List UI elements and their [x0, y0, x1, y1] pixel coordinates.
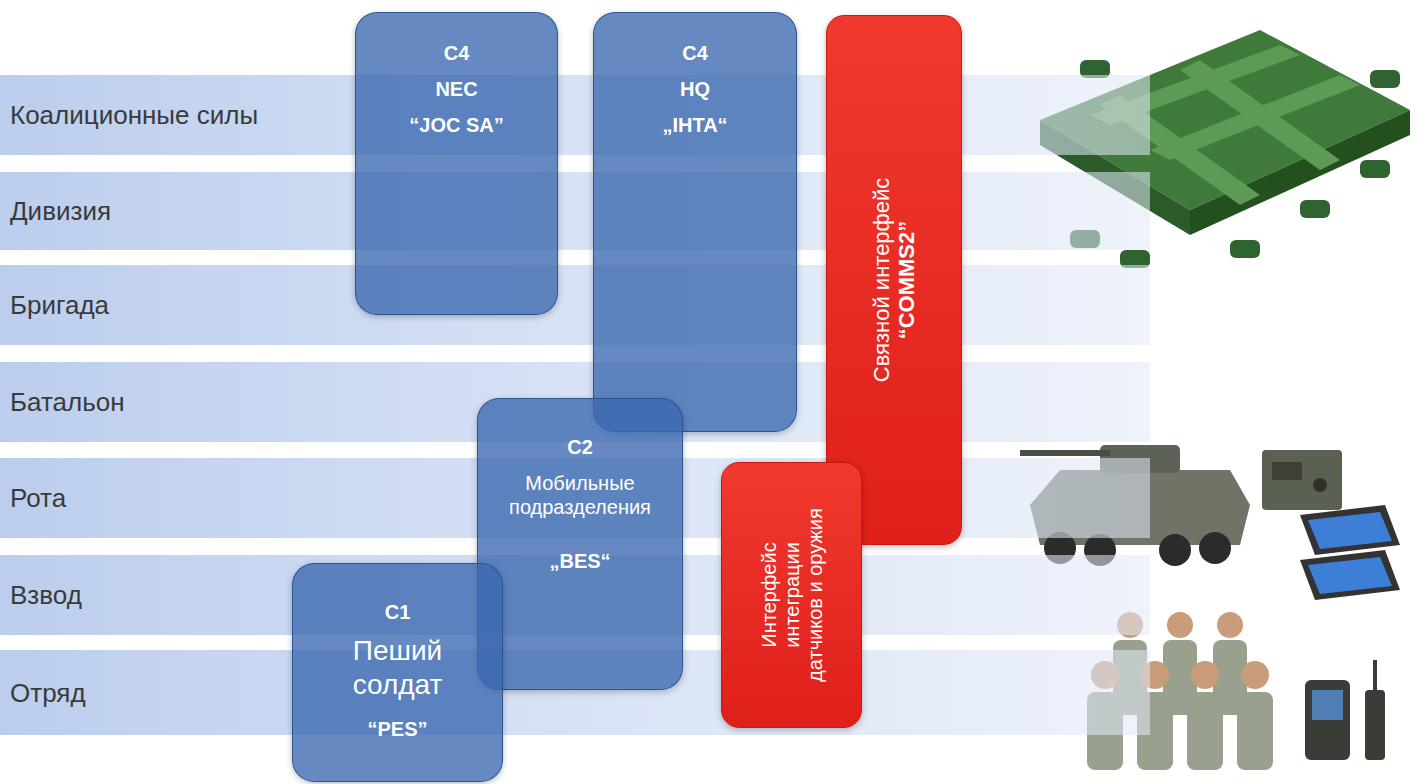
level-code: C4: [444, 41, 470, 65]
level-label: Батальон: [10, 387, 125, 418]
interface-text: Связной интерфейс: [869, 45, 894, 515]
box-text: “PES”: [367, 717, 427, 741]
system-box: C4NEC “JOC SA”: [355, 12, 558, 315]
level-code: C2: [567, 435, 593, 459]
level-label: Взвод: [10, 580, 82, 611]
level-code: C1: [385, 600, 411, 624]
box-text: HQ: [680, 77, 710, 101]
box-text: “JOC SA”: [409, 113, 503, 137]
level-label: Рота: [10, 483, 66, 514]
level-label: Бригада: [10, 290, 109, 321]
system-box: C1Пеший солдат “PES”: [292, 563, 503, 782]
system-box: C4HQ „IHTA“: [593, 12, 797, 432]
level-label: Отряд: [10, 677, 86, 708]
radio-illustration: [1262, 450, 1342, 510]
level-band: Бригада: [0, 265, 1150, 345]
rotated-text-group: Интерфейс интеграции датчиков и оружия: [757, 500, 826, 690]
level-label: Дивизия: [10, 196, 111, 227]
system-box: C2Мобильные подразделения „BES“: [477, 398, 683, 690]
level-label: Коалиционные силы: [10, 100, 258, 131]
interface-text: Интерфейс интеграции датчиков и оружия: [757, 500, 826, 690]
box-text: Мобильные подразделения: [490, 471, 670, 519]
box-text: NEC: [435, 77, 477, 101]
tablet-illustration: [1300, 505, 1400, 600]
handheld-illustration: [1305, 660, 1385, 760]
interface-box: Интерфейс интеграции датчиков и оружия: [721, 462, 862, 728]
box-text: Пеший солдат: [338, 634, 458, 701]
interface-text: “COMMS2”: [894, 45, 919, 515]
level-band: Коалиционные силы: [0, 75, 1150, 155]
rotated-text-group: Связной интерфейс“COMMS2”: [869, 45, 920, 515]
box-text: „IHTA“: [662, 113, 727, 137]
box-text: „BES“: [549, 549, 610, 573]
level-code: C4: [682, 41, 708, 65]
level-band: Дивизия: [0, 172, 1150, 250]
